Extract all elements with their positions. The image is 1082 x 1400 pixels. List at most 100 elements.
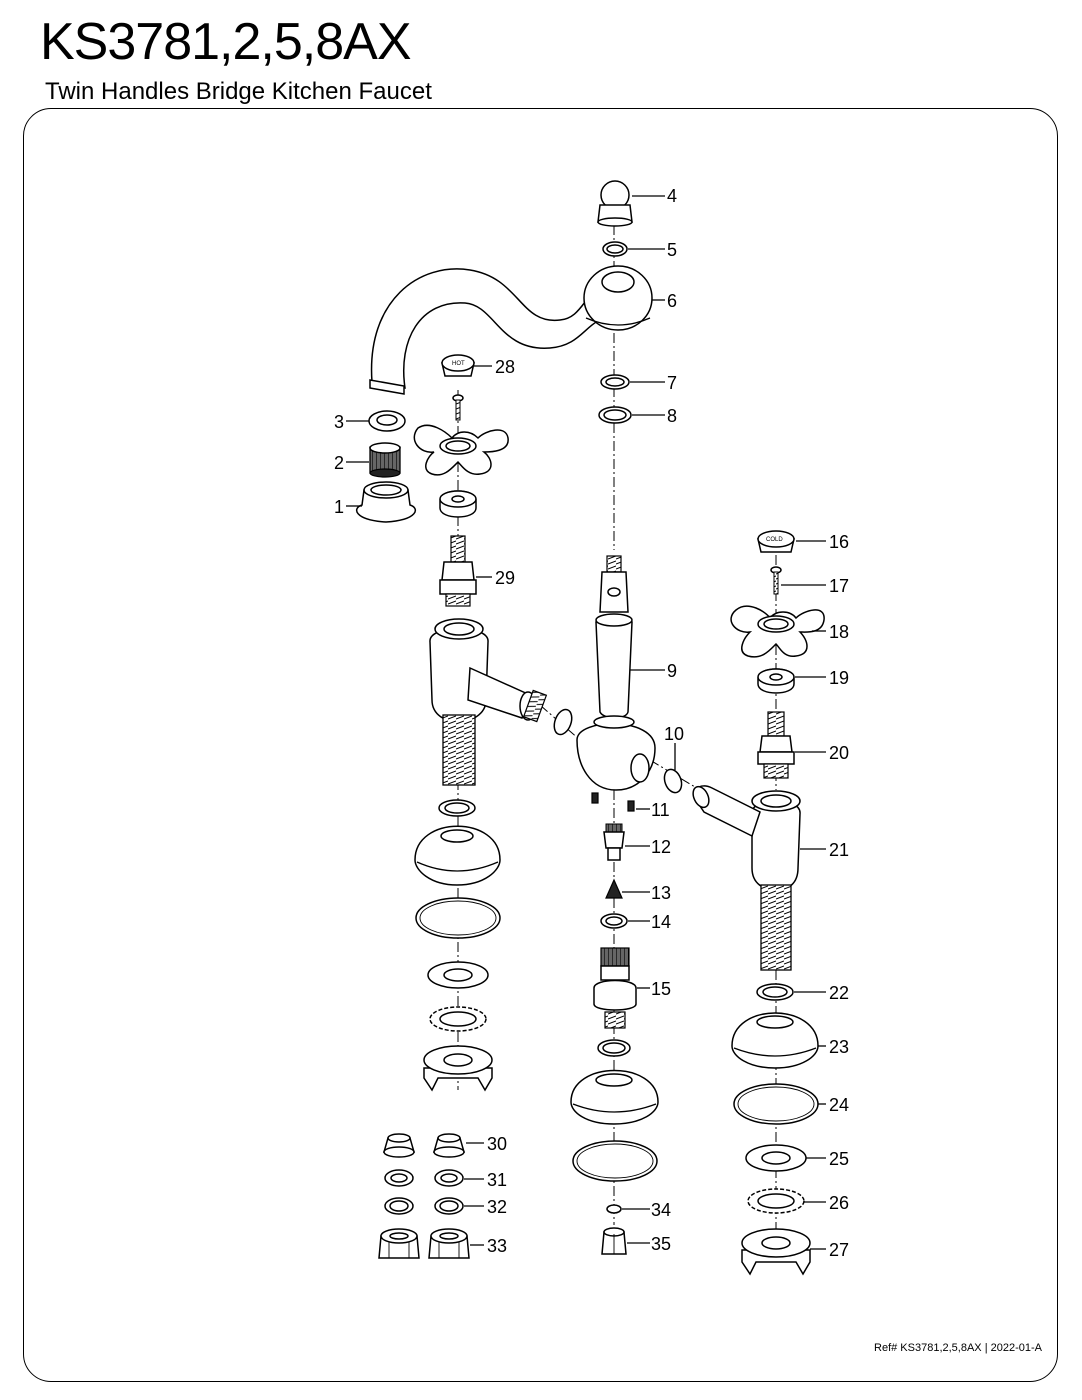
nut-35 <box>601 1227 627 1255</box>
cold-cross-handle <box>730 605 825 658</box>
callout-21: 21 <box>829 840 849 860</box>
hot-valve-body <box>429 618 548 786</box>
hot-gasket-inner <box>419 900 497 936</box>
hot-handle-screw <box>452 394 464 421</box>
callout-9: 9 <box>667 661 677 681</box>
hot-lock-washer <box>429 1006 487 1032</box>
callout-35: 35 <box>651 1234 671 1254</box>
hot-washer-hole <box>443 968 473 982</box>
center-shank <box>599 555 629 613</box>
mounting-nut-27 <box>741 1228 811 1276</box>
hot-cartridge <box>439 535 477 607</box>
callout-33: 33 <box>487 1236 507 1256</box>
set-screw-11 <box>627 800 635 812</box>
callout-32: 32 <box>487 1197 507 1217</box>
callout-1: 1 <box>334 497 344 517</box>
reference-number: Ref# KS3781,2,5,8AX | 2022-01-A <box>874 1342 1042 1354</box>
hot-gasket <box>415 897 501 939</box>
hot-o-ring-inner <box>444 802 470 814</box>
washer-31-left-inner <box>390 1173 408 1183</box>
callout-5: 5 <box>667 240 677 260</box>
check-valve-13 <box>605 878 623 899</box>
set-screw-left <box>591 792 599 804</box>
callout-numbers: 1 2 3 4 5 6 7 8 9 10 11 12 13 14 15 16 1… <box>334 186 849 1260</box>
center-body <box>576 613 656 812</box>
washer-32-right-inner <box>439 1200 459 1212</box>
callout-19: 19 <box>829 668 849 688</box>
cold-bonnet <box>757 668 795 694</box>
callout-30: 30 <box>487 1134 507 1154</box>
callout-14: 14 <box>651 912 671 932</box>
callout-10: 10 <box>664 724 684 744</box>
washer-25-hole <box>761 1151 791 1165</box>
gasket-24-inner <box>737 1086 815 1122</box>
diagram-frame <box>23 108 1058 1382</box>
washer-34 <box>606 1204 622 1214</box>
hot-escutcheon <box>414 825 501 886</box>
compression-sleeve-30-right <box>433 1133 465 1158</box>
callout-7: 7 <box>667 373 677 393</box>
callout-8: 8 <box>667 406 677 426</box>
model-number: KS3781,2,5,8AX <box>40 13 412 71</box>
callout-27: 27 <box>829 1240 849 1260</box>
callout-13: 13 <box>651 883 671 903</box>
callout-29: 29 <box>495 568 515 588</box>
hot-mounting-nut <box>423 1045 493 1092</box>
callout-11: 11 <box>651 800 670 820</box>
o-ring-14-inner <box>605 916 623 926</box>
washer-31-right-inner <box>440 1173 458 1183</box>
washer-32-left-inner <box>389 1200 409 1212</box>
arm-o-ring-10 <box>663 768 683 794</box>
spout <box>369 265 653 395</box>
callout-18: 18 <box>829 622 849 642</box>
diverter-12 <box>603 823 625 861</box>
gasket-24 <box>733 1083 819 1125</box>
coupling-nut-33-left <box>378 1228 420 1259</box>
center-gasket-inner <box>576 1143 654 1179</box>
callout-3: 3 <box>334 412 344 432</box>
hot-bonnet <box>439 490 477 518</box>
cold-label: COLD <box>766 537 783 543</box>
hot-index-cap: HOT <box>441 354 475 377</box>
callout-12: 12 <box>651 837 671 857</box>
center-shank-15 <box>593 947 637 1029</box>
callout-15: 15 <box>651 979 671 999</box>
center-o-ring-inner <box>602 1042 626 1054</box>
callout-24: 24 <box>829 1095 849 1115</box>
callout-34: 34 <box>651 1200 671 1220</box>
leader-lines <box>346 195 826 1250</box>
callout-20: 20 <box>829 743 849 763</box>
callout-17: 17 <box>829 576 849 596</box>
aerator-washer-3 <box>368 410 406 432</box>
cold-valve-body <box>692 785 801 971</box>
coupling-nut-33-right <box>428 1228 470 1259</box>
callout-23: 23 <box>829 1037 849 1057</box>
callout-2: 2 <box>334 453 344 473</box>
aerator-housing-1 <box>356 481 416 523</box>
product-description: Twin Handles Bridge Kitchen Faucet <box>45 78 432 105</box>
o-ring-5-inner <box>606 244 624 254</box>
o-ring-22-inner <box>762 986 788 998</box>
center-gasket <box>572 1140 658 1182</box>
o-ring-8-inner <box>603 409 627 421</box>
callout-26: 26 <box>829 1193 849 1213</box>
callout-4: 4 <box>667 186 677 206</box>
axis-right-arm <box>649 759 701 791</box>
cold-index-cap: COLD <box>757 530 795 553</box>
escutcheon-23 <box>731 1012 819 1069</box>
lock-washer-26 <box>747 1188 805 1214</box>
callout-6: 6 <box>667 291 677 311</box>
hot-cross-handle <box>413 424 509 476</box>
center-escutcheon <box>570 1069 659 1125</box>
compression-sleeve-30-left <box>383 1133 415 1158</box>
o-ring-7-inner <box>605 377 625 387</box>
arm-o-ring-left <box>553 708 573 736</box>
callout-28: 28 <box>495 357 515 377</box>
cold-cartridge <box>757 711 795 779</box>
callout-31: 31 <box>487 1170 507 1190</box>
hot-label: HOT <box>452 361 465 367</box>
callout-25: 25 <box>829 1149 849 1169</box>
finial-cap <box>597 180 633 227</box>
callout-16: 16 <box>829 532 849 552</box>
